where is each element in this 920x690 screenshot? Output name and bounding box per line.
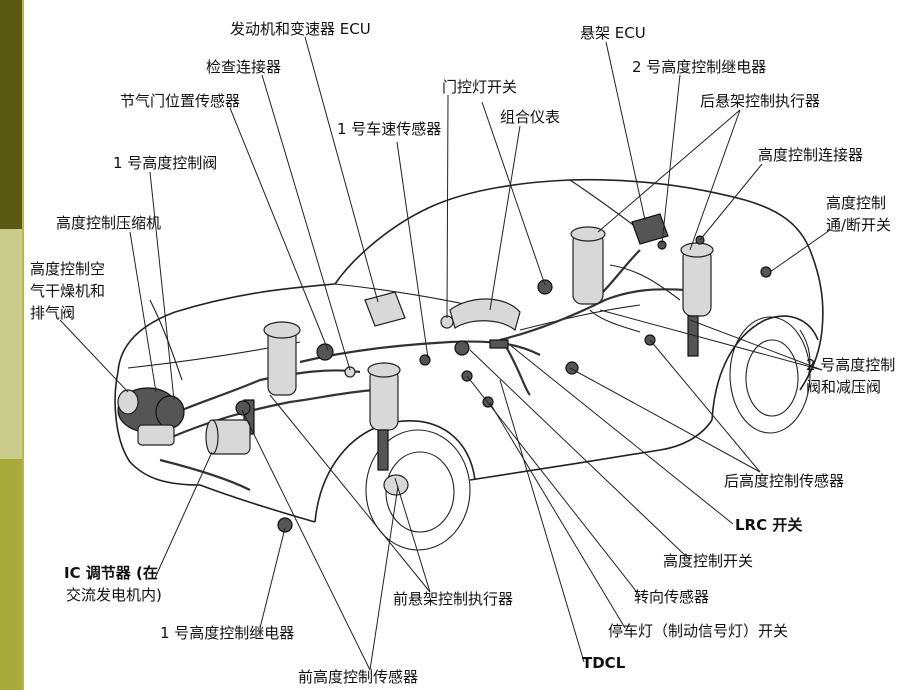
slide-sidebar bbox=[0, 0, 22, 690]
label-relay-1: 1 号高度控制继电器 bbox=[160, 624, 294, 642]
components bbox=[117, 213, 772, 533]
sidebar-band-top bbox=[0, 0, 22, 229]
label-instrument: 组合仪表 bbox=[500, 108, 560, 126]
sidebar-band-bottom bbox=[0, 459, 22, 690]
label-valve-2-line-1: 2 号高度控制 bbox=[806, 356, 895, 374]
label-check-connector: 检查连接器 bbox=[206, 58, 281, 76]
label-ic-line-1: IC 调节器 (在 bbox=[64, 564, 158, 582]
label-steering-sensor: 转向传感器 bbox=[634, 588, 709, 606]
label-onoff-line-2: 通/断开关 bbox=[826, 216, 891, 234]
label-onoff-line-1: 高度控制 bbox=[826, 194, 886, 212]
label-susp-ecu: 悬架 ECU bbox=[580, 24, 646, 42]
label-ic-line-2: 交流发电机内) bbox=[66, 586, 162, 604]
air-pipes bbox=[159, 249, 686, 491]
sidebar-divider bbox=[22, 0, 24, 690]
label-lrc: LRC 开关 bbox=[735, 516, 802, 534]
label-dryer-line-2: 气干燥机和 bbox=[30, 282, 105, 300]
label-throttle-sensor: 节气门位置传感器 bbox=[120, 92, 240, 110]
sidebar-band-middle bbox=[0, 229, 22, 459]
label-height-connector: 高度控制连接器 bbox=[758, 146, 863, 164]
labels: 发动机和变速器 ECU 检查连接器 节气门位置传感器 1 号高度控制阀 高度控制… bbox=[30, 20, 895, 686]
label-front-actuator: 前悬架控制执行器 bbox=[393, 590, 513, 608]
label-tdcl: TDCL bbox=[582, 654, 626, 672]
label-rear-actuator: 后悬架控制执行器 bbox=[700, 92, 820, 110]
label-front-sensor: 前高度控制传感器 bbox=[298, 668, 418, 686]
label-stop-lamp: 停车灯（制动信号灯）开关 bbox=[608, 622, 788, 640]
label-compressor: 高度控制压缩机 bbox=[56, 214, 161, 232]
label-height-switch: 高度控制开关 bbox=[663, 552, 753, 570]
label-rear-sensor: 后高度控制传感器 bbox=[724, 472, 844, 490]
label-speed-sensor: 1 号车速传感器 bbox=[337, 120, 441, 138]
leader-lines bbox=[59, 36, 831, 671]
label-relay-2: 2 号高度控制继电器 bbox=[632, 58, 766, 76]
car-illustration-icon bbox=[114, 178, 824, 551]
label-height-valve-1: 1 号高度控制阀 bbox=[113, 154, 217, 172]
label-valve-2-line-2: 阀和减压阀 bbox=[806, 378, 881, 396]
label-engine-ecu: 发动机和变速器 ECU bbox=[230, 20, 371, 38]
label-dryer-line-3: 排气阀 bbox=[30, 304, 75, 322]
label-dryer-line-1: 高度控制空 bbox=[30, 260, 105, 278]
label-door-switch: 门控灯开关 bbox=[442, 78, 517, 96]
